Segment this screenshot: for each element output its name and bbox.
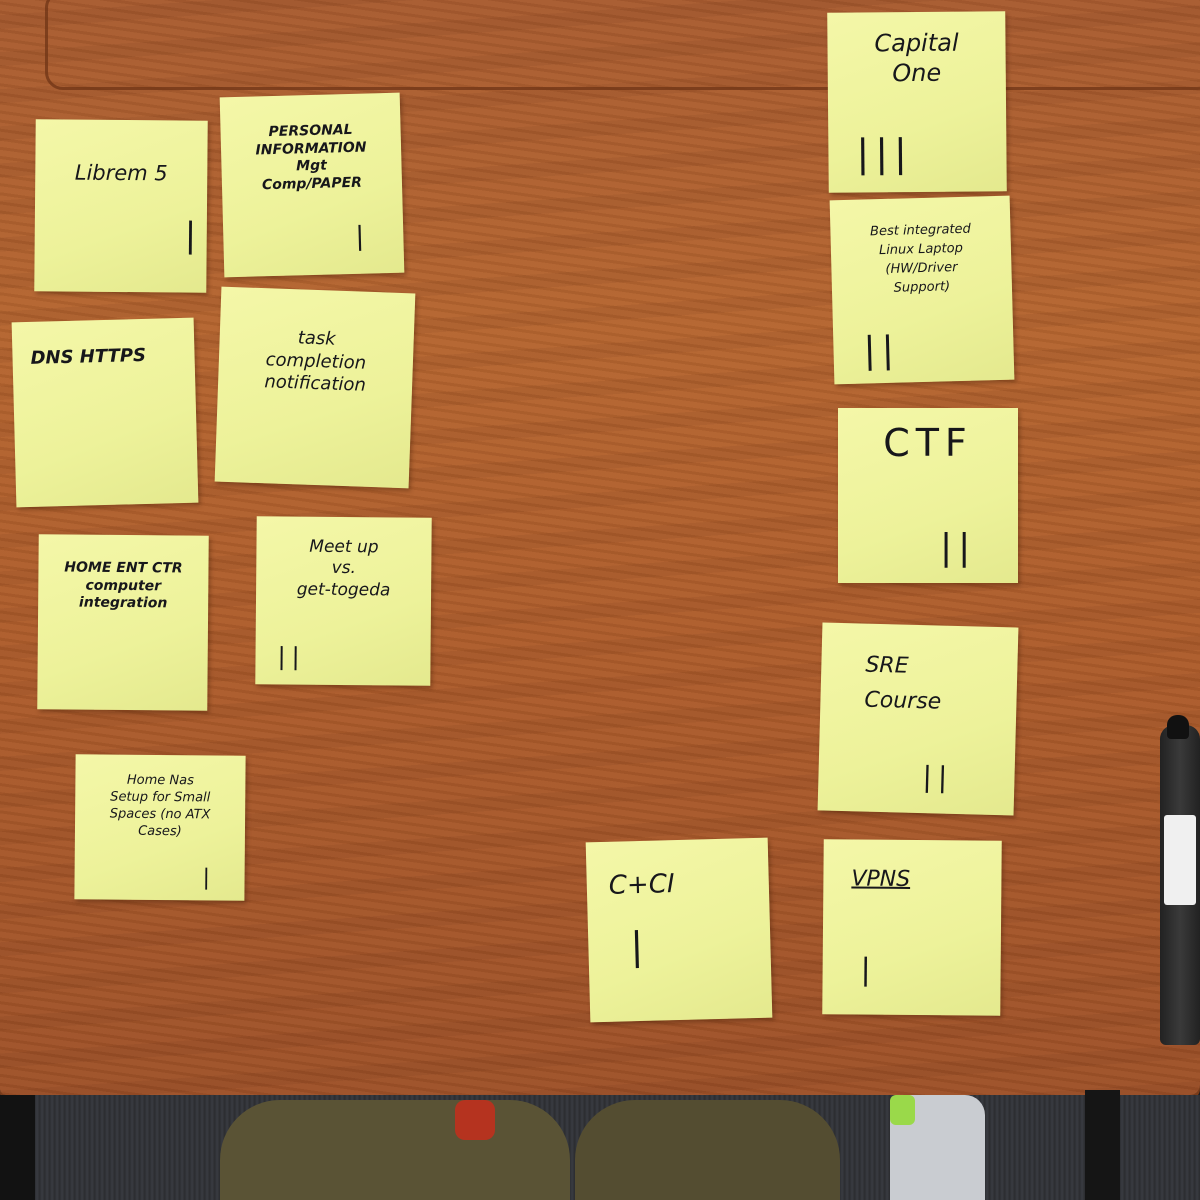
vote-tally: | xyxy=(354,221,371,252)
sticky-note-ctf[interactable]: CTF || xyxy=(838,408,1018,583)
knee-left xyxy=(220,1100,570,1200)
sticky-note-dns[interactable]: DNS HTTPS xyxy=(11,317,199,508)
knee-right xyxy=(575,1100,840,1200)
note-text: Capital One xyxy=(874,28,959,88)
note-text: CTF xyxy=(883,421,973,465)
bottle-cap xyxy=(890,1095,915,1125)
sticky-note-pim[interactable]: PERSONAL INFORMATION Mgt Comp/PAPER | xyxy=(219,92,405,278)
note-text: HOME ENT CTR computer integration xyxy=(64,559,183,612)
sticky-note-meetup[interactable]: Meet up vs. get-togeda || xyxy=(255,516,432,686)
note-text: Best integrated Linux Laptop (HW/Driver … xyxy=(869,221,972,296)
marker-label xyxy=(1164,815,1196,905)
vote-tally: | xyxy=(202,865,217,891)
vote-tally: | xyxy=(184,215,203,256)
chair-leg xyxy=(1085,1090,1120,1200)
shoe xyxy=(455,1100,495,1140)
sticky-note-home-nas[interactable]: Home Nas Setup for Small Spaces (no ATX … xyxy=(74,754,246,901)
sticky-note-librem[interactable]: Librem 5 | xyxy=(34,119,208,293)
note-text: SRE Course xyxy=(864,652,942,715)
vote-tally: || xyxy=(922,760,954,794)
sticky-note-vpns[interactable]: VPNS | xyxy=(822,839,1002,1016)
note-text: Librem 5 xyxy=(74,160,168,186)
table-seam xyxy=(45,0,1200,90)
sticky-note-cci[interactable]: C+CI | xyxy=(585,837,773,1023)
vote-tally: | xyxy=(629,923,650,969)
vote-tally: | xyxy=(860,952,877,988)
note-text: VPNS xyxy=(851,866,911,892)
permanent-marker xyxy=(1160,715,1200,1045)
sticky-note-linux-laptop[interactable]: Best integrated Linux Laptop (HW/Driver … xyxy=(829,195,1015,385)
note-text: C+CI xyxy=(608,869,675,901)
vote-tally: || xyxy=(863,329,901,372)
note-text: Meet up vs. get-togeda xyxy=(296,536,391,600)
note-text: PERSONAL INFORMATION Mgt Comp/PAPER xyxy=(255,121,367,193)
chair-leg xyxy=(0,1095,35,1200)
note-text: Home Nas Setup for Small Spaces (no ATX … xyxy=(109,772,211,839)
marker-cap xyxy=(1167,715,1189,739)
vote-tally: || xyxy=(940,527,977,568)
vote-tally: || xyxy=(277,642,306,671)
note-text: task completion notification xyxy=(264,327,367,396)
sticky-note-sre[interactable]: SRE Course || xyxy=(817,622,1019,816)
sticky-note-home-ent[interactable]: HOME ENT CTR computer integration xyxy=(37,534,209,711)
note-text: DNS HTTPS xyxy=(30,344,147,369)
sticky-note-task[interactable]: task completion notification xyxy=(214,286,416,489)
vote-tally: ||| xyxy=(856,131,914,176)
sticky-note-capital-one[interactable]: Capital One ||| xyxy=(827,11,1007,193)
